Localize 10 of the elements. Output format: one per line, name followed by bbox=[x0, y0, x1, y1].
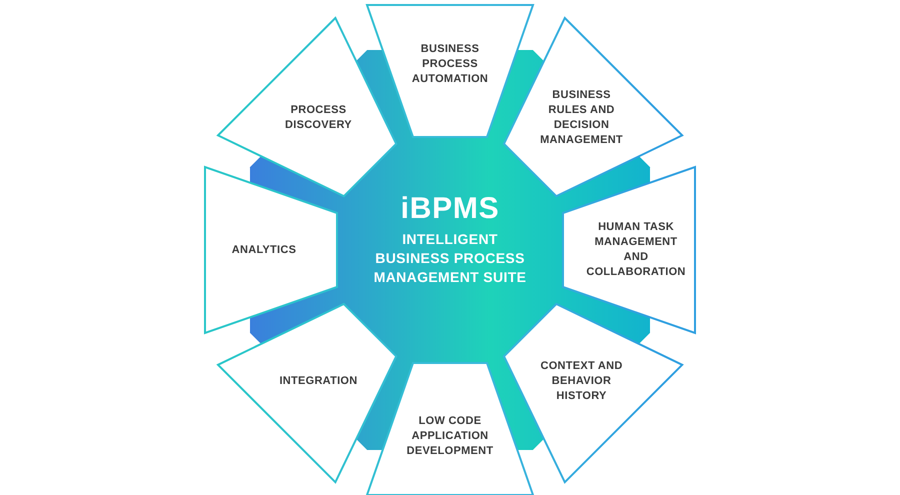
hub-title: iBPMS bbox=[400, 192, 500, 226]
segment-label: PROCESS DISCOVERY bbox=[284, 103, 353, 134]
segment-label: INTEGRATION bbox=[279, 374, 358, 390]
segment-label: BUSINESS PROCESS AUTOMATION bbox=[410, 42, 490, 86]
segment-label: ANALYTICS bbox=[232, 242, 296, 258]
hub-subtitle: INTELLIGENT BUSINESS PROCESS MANAGEMENT SUITE bbox=[372, 230, 528, 287]
segment-label: CONTEXT AND BEHAVIOR HISTORY bbox=[539, 359, 624, 404]
segment-label: BUSINESS RULES AND DECISION MANAGEMENT bbox=[539, 88, 624, 148]
segment-label: HUMAN TASK MANAGEMENT AND COLLABORATION bbox=[585, 220, 687, 280]
segment-label: LOW CODE APPLICATION DEVELOPMENT bbox=[406, 414, 494, 458]
